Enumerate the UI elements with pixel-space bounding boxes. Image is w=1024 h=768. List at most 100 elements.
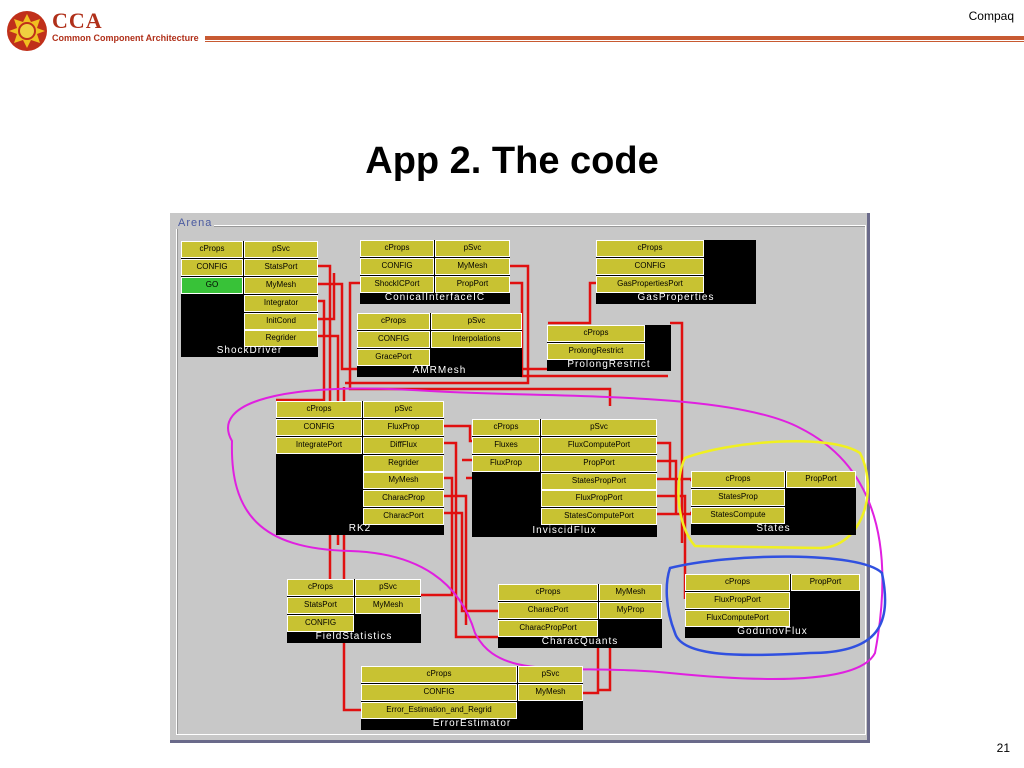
port-myprop[interactable]: MyProp — [599, 602, 662, 619]
port-interpolations[interactable]: Interpolations — [431, 331, 522, 348]
wire-statescompute — [656, 511, 694, 516]
component-name: States — [756, 523, 791, 534]
port-initcond[interactable]: InitCond — [244, 313, 318, 330]
port-graceport[interactable]: GracePort — [357, 349, 430, 366]
component-shockdriver[interactable]: cProps pSvc CONFIG StatsPort GO MyMesh I… — [181, 241, 318, 357]
component-amrmesh[interactable]: cProps pSvc CONFIG Interpolations GraceP… — [357, 313, 522, 377]
port-characport[interactable]: CharacPort — [498, 602, 598, 619]
port-fluxpropport[interactable]: FluxPropPort — [685, 592, 790, 609]
slide-title: App 2. The code — [365, 140, 659, 182]
port-psvc[interactable]: pSvc — [431, 313, 522, 330]
port-shockicport[interactable]: ShockICPort — [360, 276, 434, 293]
port-cprops[interactable]: cProps — [357, 313, 430, 330]
component-name: FieldStatistics — [315, 631, 393, 642]
port-statsport[interactable]: StatsPort — [287, 597, 354, 614]
port-config[interactable]: CONFIG — [361, 684, 517, 701]
port-mymesh[interactable]: MyMesh — [355, 597, 421, 614]
component-godunovflux[interactable]: cProps PropPort FluxPropPort FluxCompute… — [685, 574, 860, 638]
component-name: GodunovFlux — [737, 626, 808, 637]
component-name: GasProperties — [637, 292, 715, 303]
port-mymesh[interactable]: MyMesh — [435, 258, 510, 275]
port-cprops[interactable]: cProps — [596, 240, 704, 257]
port-psvc[interactable]: pSvc — [435, 240, 510, 257]
port-config[interactable]: CONFIG — [357, 331, 430, 348]
component-name: ProlongRestrict — [567, 359, 651, 370]
port-cprops[interactable]: cProps — [181, 241, 243, 258]
port-characpropport[interactable]: CharacPropPort — [498, 620, 598, 637]
wire-rk2-mesh — [420, 476, 454, 597]
arena-label: Arena — [176, 217, 215, 229]
port-cprops[interactable]: cProps — [685, 574, 790, 591]
component-prolongrestrict[interactable]: cProps ProlongRestrict ProlongRestrict — [547, 325, 671, 371]
component-conicalinterfaceic[interactable]: cProps pSvc CONFIG MyMesh ShockICPort Pr… — [360, 240, 510, 304]
port-propport[interactable]: PropPort — [791, 574, 860, 591]
port-regrider[interactable]: Regrider — [363, 455, 444, 472]
port-statescompute[interactable]: StatesCompute — [691, 507, 785, 524]
port-gaspropertiesport[interactable]: GasPropertiesPort — [596, 276, 704, 293]
component-gasproperties[interactable]: cProps CONFIG GasPropertiesPort GasPrope… — [596, 240, 756, 304]
port-fluxcomputeport[interactable]: FluxComputePort — [685, 610, 790, 627]
port-cprops[interactable]: cProps — [360, 240, 434, 257]
header-rule-thin — [205, 41, 1024, 42]
port-mymesh[interactable]: MyMesh — [518, 684, 583, 701]
port-regrider[interactable]: Regrider — [244, 330, 318, 347]
cca-logo-icon — [7, 11, 47, 51]
port-statescomputeport[interactable]: StatesComputePort — [541, 508, 657, 525]
header-rule — [205, 36, 1024, 40]
port-psvc[interactable]: pSvc — [518, 666, 583, 683]
component-name: InviscidFlux — [532, 525, 597, 536]
port-diffflux[interactable]: DiffFlux — [363, 437, 444, 454]
port-fluxprop[interactable]: FluxProp — [363, 419, 444, 436]
port-config[interactable]: CONFIG — [596, 258, 704, 275]
port-integrateport[interactable]: IntegratePort — [276, 437, 362, 454]
port-cprops[interactable]: cProps — [691, 471, 785, 488]
port-config[interactable]: CONFIG — [181, 259, 243, 276]
port-mymesh[interactable]: MyMesh — [363, 472, 444, 489]
port-psvc[interactable]: pSvc — [244, 241, 318, 258]
port-propport[interactable]: PropPort — [541, 455, 657, 472]
port-config[interactable]: CONFIG — [276, 419, 362, 436]
port-cprops[interactable]: cProps — [547, 325, 645, 342]
port-config[interactable]: CONFIG — [287, 615, 354, 632]
port-fluxcomputeport[interactable]: FluxComputePort — [541, 437, 657, 454]
port-prolongrestrict[interactable]: ProlongRestrict — [547, 343, 645, 360]
port-psvc[interactable]: pSvc — [355, 579, 421, 596]
port-go[interactable]: GO — [181, 277, 243, 294]
port-psvc[interactable]: pSvc — [363, 401, 444, 418]
port-integrator[interactable]: Integrator — [244, 295, 318, 312]
port-statsport[interactable]: StatsPort — [244, 259, 318, 276]
port-propport[interactable]: PropPort — [435, 276, 510, 293]
component-inviscidflux[interactable]: cProps pSvc Fluxes FluxComputePort FluxP… — [472, 419, 657, 537]
arena-panel[interactable]: Arena — [170, 213, 887, 743]
port-config[interactable]: CONFIG — [360, 258, 434, 275]
port-cprops[interactable]: cProps — [276, 401, 362, 418]
port-characprop[interactable]: CharacProp — [363, 490, 444, 507]
component-errorestimator[interactable]: cProps pSvc CONFIG MyMesh Error_Estimati… — [361, 666, 583, 730]
wire-conical-prop — [509, 281, 668, 378]
component-states[interactable]: cProps PropPort StatesProp StatesCompute… — [691, 471, 856, 535]
port-error-estimation-and-regrid[interactable]: Error_Estimation_and_Regrid — [361, 702, 517, 719]
port-fluxes[interactable]: Fluxes — [472, 437, 540, 454]
port-statespropport[interactable]: StatesPropPort — [541, 473, 657, 490]
page-number: 21 — [996, 741, 1010, 755]
port-fluxprop[interactable]: FluxProp — [472, 455, 540, 472]
port-fluxpropport[interactable]: FluxPropPort — [541, 490, 657, 507]
port-characport[interactable]: CharacPort — [363, 508, 444, 525]
port-psvc[interactable]: pSvc — [541, 419, 657, 436]
port-cprops[interactable]: cProps — [498, 584, 598, 601]
component-name: ErrorEstimator — [432, 718, 512, 729]
port-propport[interactable]: PropPort — [786, 471, 856, 488]
component-fieldstatistics[interactable]: cProps pSvc StatsPort MyMesh CONFIG Fiel… — [287, 579, 421, 643]
component-characquants[interactable]: cProps MyMesh CharacPort MyProp CharacPr… — [498, 584, 662, 648]
port-cprops[interactable]: cProps — [361, 666, 517, 683]
component-name: AMRMesh — [412, 365, 467, 376]
port-statesprop[interactable]: StatesProp — [691, 489, 785, 506]
brand-subtitle: Common Component Architecture — [52, 33, 199, 43]
wire-fluxcompute — [656, 441, 672, 478]
port-mymesh[interactable]: MyMesh — [244, 277, 318, 294]
port-cprops[interactable]: cProps — [287, 579, 354, 596]
component-rk2[interactable]: cProps pSvc CONFIG FluxProp IntegratePor… — [276, 401, 444, 535]
port-cprops[interactable]: cProps — [472, 419, 540, 436]
component-name: ShockDriver — [216, 345, 283, 356]
port-mymesh[interactable]: MyMesh — [599, 584, 662, 601]
